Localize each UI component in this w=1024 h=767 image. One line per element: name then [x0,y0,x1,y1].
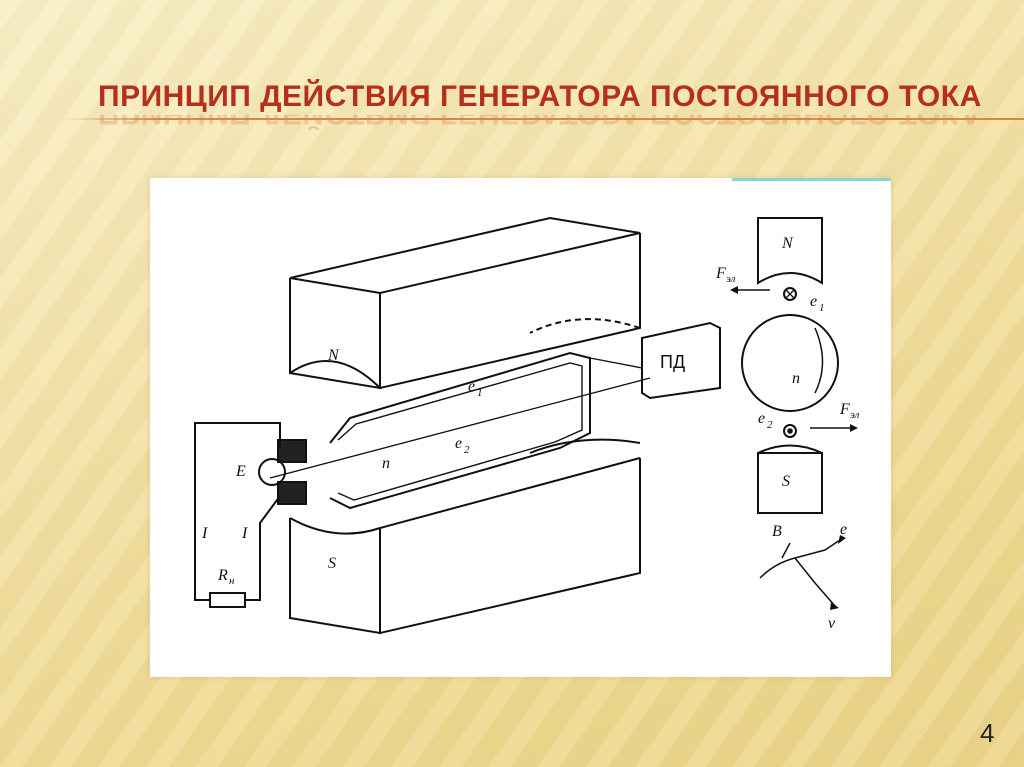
north-magnet-side [379,233,641,390]
label-force-bottom: F [839,401,850,418]
section-south-pole-box [757,452,823,514]
label-emf: E [235,463,246,480]
north-magnet-top [289,216,641,295]
conductor-e2-dot-ring [783,424,797,438]
field-arrow [781,542,791,559]
page-number: 4 [980,718,995,748]
label-e1: e [468,378,475,395]
commutator-brush-bottom [277,481,307,505]
label-section-e1: e [810,293,817,310]
conductor-e1-x [785,289,795,299]
section-south-pole-arc [757,444,823,454]
label-force-top-sub: эл [726,273,736,285]
label-section-south: S [782,473,790,490]
south-pole-arc [289,517,381,535]
label-rotation: n [382,455,390,472]
drive-motor-box [641,321,721,400]
label-force-top: F [715,265,726,282]
label-drive-motor: ПД [660,352,685,372]
motor-shaft [589,357,643,369]
force-arrowhead-bottom [850,424,858,432]
rotation-arrow-section [814,327,824,394]
label-e2: e [455,435,462,452]
circuit-wire-right [245,495,281,601]
south-magnet-top-edge [379,457,641,529]
diagram-svg: N S ПД E I I R н n e 1 e 2 N S F эл F эл… [194,216,860,635]
commutator-ring [258,458,286,486]
label-current-left: I [201,525,208,542]
label-section-e2-sub: 2 [767,419,773,431]
section-north-pole [757,217,823,285]
commutator-brush-top [277,439,307,463]
south-magnet-side [379,458,641,635]
emf-arrowhead [838,535,846,544]
label-section-rotation: n [792,370,800,387]
label-force-bottom-sub: эл [850,409,860,421]
label-e1-sub: 1 [477,387,483,399]
accent-strip [732,178,891,181]
load-resistor [209,592,246,608]
title-underline [62,118,1024,120]
label-section-north: N [781,235,794,252]
shaft-axis [269,377,651,479]
conductor-e1-cross [783,287,797,301]
armature-coil [329,351,591,510]
generator-diagram: N S ПД E I I R н n e 1 e 2 N S F эл F эл… [150,178,891,677]
label-section-e1-sub: 1 [819,302,825,314]
label-field: B [772,523,782,540]
label-north: N [327,347,340,364]
armature-coil-inner [337,362,583,501]
south-pole-arc-back [529,438,641,454]
circuit-wire-left [194,422,281,601]
north-magnet-front [289,278,381,390]
force-arrowhead-top [730,286,738,294]
south-magnet-front [289,518,381,635]
label-load-resistor-sub: н [229,575,235,587]
label-section-e2: e [758,410,765,427]
label-load-resistor: R [217,567,228,584]
slide-title: ПРИНЦИП ДЕЙСТВИЯ ГЕНЕРАТОРА ПОСТОЯННОГО … [98,80,982,113]
label-velocity: v [828,615,836,632]
conductor-e2-dot [787,428,793,434]
label-south: S [328,555,336,572]
north-pole-arc [289,360,381,389]
label-current-right: I [241,525,248,542]
section-armature [741,314,839,412]
north-pole-arc-back [529,318,641,334]
right-hand-rule-sketch [759,539,841,607]
velocity-arrowhead [830,602,839,610]
label-emf-direction: e [840,521,847,538]
label-e2-sub: 2 [464,444,470,456]
